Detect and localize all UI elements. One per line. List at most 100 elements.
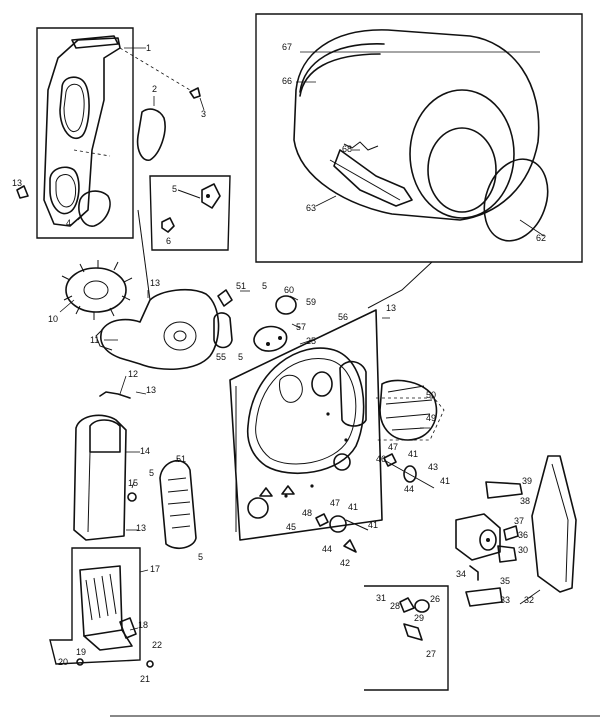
lint-filter-cover-part	[136, 108, 166, 161]
dryer-drum-part	[293, 29, 540, 221]
callout-c15: 15	[128, 478, 138, 488]
callout-c49: 49	[426, 413, 436, 423]
callout-c56: 56	[338, 312, 348, 322]
door-latch-screw-part	[119, 47, 201, 99]
drum-group-connector-line	[367, 261, 433, 309]
callout-c63: 63	[306, 203, 316, 213]
callout-c66: 66	[282, 76, 292, 86]
callout-c11: 11	[90, 335, 99, 345]
rear-seal-part	[379, 379, 438, 441]
callout-c32: 32	[524, 595, 534, 605]
callout-c13c: 13	[146, 385, 156, 395]
callout-c18: 18	[138, 620, 148, 630]
bearing-parts	[383, 453, 435, 489]
callout-c43: 43	[428, 462, 438, 472]
leader-lines	[59, 47, 545, 631]
callout-c12: 12	[128, 369, 138, 379]
callout-c27: 27	[426, 649, 436, 659]
callout-c45: 45	[286, 522, 296, 532]
callout-c30: 30	[518, 545, 528, 555]
callout-c34: 34	[456, 569, 466, 579]
callout-c44b: 44	[322, 544, 332, 554]
callout-c28: 28	[390, 601, 400, 611]
callout-c41b: 41	[440, 476, 450, 486]
callout-c55: 55	[216, 352, 226, 362]
callout-c2: 2	[152, 84, 157, 94]
callout-c59: 59	[306, 297, 316, 307]
idler-pulley-parts	[315, 513, 369, 553]
front-panel-group-box	[36, 27, 134, 239]
heater-element-part	[79, 565, 133, 651]
dryer-vent-hook-part	[99, 391, 131, 399]
callout-c46a: 46	[376, 454, 386, 464]
callout-c68: 68	[342, 144, 352, 154]
thermostat-screw-part	[76, 658, 154, 668]
blower-housing-part	[95, 209, 220, 371]
callout-c47b: 47	[330, 498, 340, 508]
rear-bulkhead-part	[229, 309, 445, 541]
callout-c41c: 41	[348, 502, 358, 512]
callout-c19: 19	[76, 647, 86, 657]
callout-c5c: 5	[198, 552, 203, 562]
drum-front-seal-part	[483, 158, 549, 242]
callout-c62: 62	[536, 233, 546, 243]
callout-c13b: 13	[150, 278, 160, 288]
callout-c22: 22	[152, 640, 162, 650]
callout-c25: 25	[306, 336, 316, 346]
motor-switch-parts	[213, 289, 297, 352]
exhaust-duct-part	[73, 414, 137, 541]
callout-c35: 35	[500, 576, 510, 586]
door-switch-part	[161, 183, 221, 233]
front-panel-part	[43, 35, 121, 227]
callout-c26: 26	[430, 594, 440, 604]
callout-c42: 42	[340, 558, 350, 568]
callout-c5e: 5	[238, 352, 243, 362]
heater-group-box	[49, 547, 141, 665]
callout-c21: 21	[140, 674, 150, 684]
thermostat-parts	[399, 597, 430, 641]
door-seal-part	[78, 190, 111, 227]
callout-c44a: 44	[404, 484, 414, 494]
grounding-screw-part	[16, 185, 29, 199]
callout-c38: 38	[520, 496, 530, 506]
callout-c41d: 41	[368, 520, 378, 530]
callout-c4: 4	[66, 218, 71, 228]
callout-c13e: 13	[386, 303, 396, 313]
callout-c67: 67	[282, 42, 292, 52]
callout-c39: 39	[522, 476, 532, 486]
callout-c41a: 41	[408, 449, 418, 459]
callout-c57: 57	[296, 322, 306, 332]
callout-c33: 33	[500, 595, 510, 605]
callout-c5a: 5	[172, 184, 177, 194]
callout-c5d: 5	[262, 281, 267, 291]
callout-c10: 10	[48, 314, 58, 324]
callout-c17: 17	[150, 564, 160, 574]
switch-bracket-group-box	[149, 175, 231, 251]
drive-belt-part	[531, 455, 577, 593]
thermostat-group-box	[364, 585, 449, 691]
callout-c37: 37	[514, 516, 524, 526]
callout-c36: 36	[518, 530, 528, 540]
callout-c14: 14	[140, 446, 150, 456]
lint-filter-part	[159, 459, 197, 550]
callout-c31: 31	[376, 593, 386, 603]
callout-labels: 1 2 3 4 5 6 13 10 11 13 12 13 14 15 5 13…	[12, 42, 546, 684]
drive-motor-part	[455, 481, 523, 607]
callout-c51a: 51	[176, 454, 186, 464]
heater-terminal-part	[119, 617, 137, 639]
callout-c5b: 5	[149, 468, 154, 478]
callout-c13a: 13	[12, 178, 22, 188]
callout-c48: 48	[302, 508, 312, 518]
callout-c51b: 51	[236, 281, 246, 291]
callout-c6: 6	[166, 236, 171, 246]
callout-c13d: 13	[136, 523, 146, 533]
callout-c47a: 47	[388, 442, 398, 452]
callout-c50: 50	[426, 390, 436, 400]
callout-c3: 3	[201, 109, 206, 119]
callout-c60: 60	[284, 285, 294, 295]
callout-c20: 20	[58, 657, 68, 667]
blower-wheel-part	[61, 260, 133, 320]
callout-c29: 29	[414, 613, 424, 623]
drum-group-box	[255, 13, 583, 263]
